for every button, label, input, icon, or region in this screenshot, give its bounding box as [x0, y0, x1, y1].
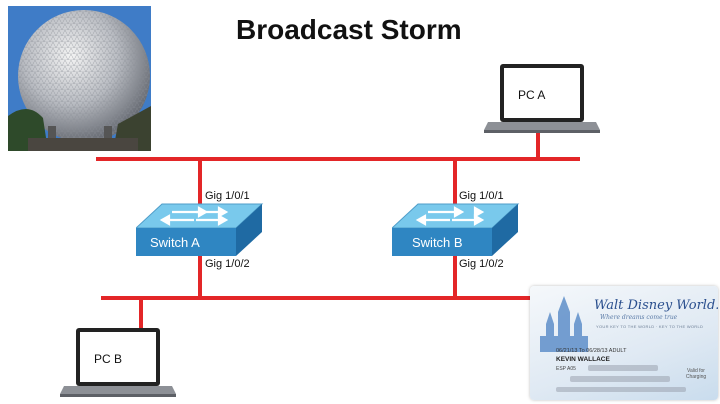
ticket-brand: Walt Disney World. [594, 298, 718, 313]
switch-icon [134, 203, 264, 256]
ticket-valid-note: Valid for Charging [685, 368, 707, 380]
switch-a-lower-port-label: Gig 1/0/2 [205, 258, 250, 270]
pc-a-laptop[interactable]: PC A [484, 60, 600, 134]
geodesic-sphere-photo [8, 6, 151, 151]
castle-icon [540, 296, 588, 352]
switch-icon [390, 203, 520, 256]
pc-b-laptop[interactable]: PC B [60, 324, 176, 398]
park-ticket-card: Walt Disney World. Where dreams come tru… [530, 286, 718, 400]
switch-a-upper-link [198, 159, 202, 207]
lower-network-segment [101, 296, 533, 300]
switch-b-upper-port-label: Gig 1/0/1 [459, 190, 504, 202]
switch-b[interactable]: Switch B [390, 198, 524, 262]
laptop-icon [60, 328, 176, 397]
laptop-icon [484, 64, 600, 133]
switch-a[interactable]: Switch A [134, 198, 268, 262]
upper-network-segment [96, 157, 580, 161]
switch-b-lower-link [453, 253, 457, 298]
redacted-field [588, 365, 658, 371]
ticket-holder-name: KEVIN WALLACE [556, 356, 610, 363]
switch-a-upper-port-label: Gig 1/0/1 [205, 190, 250, 202]
ticket-dates: 06/21/13 To 06/28/13 ADULT [556, 348, 627, 354]
pc-b-label: PC B [94, 352, 123, 366]
ticket-code: ESP A05 [556, 366, 576, 372]
pc-a-link [536, 126, 540, 159]
switch-b-lower-port-label: Gig 1/0/2 [459, 258, 504, 270]
ticket-tagline: Where dreams come true [600, 314, 678, 321]
switch-b-label: Switch B [412, 235, 463, 250]
switch-a-lower-link [198, 253, 202, 298]
diagram-title: Broadcast Storm [236, 14, 462, 45]
redacted-field [556, 387, 686, 392]
switch-a-label: Switch A [150, 235, 200, 250]
pc-a-label: PC A [518, 88, 546, 102]
ticket-small-print: YOUR KEY TO THE WORLD · KEY TO THE WORLD [596, 324, 704, 329]
redacted-field [570, 376, 670, 382]
switch-b-upper-link [453, 159, 457, 207]
